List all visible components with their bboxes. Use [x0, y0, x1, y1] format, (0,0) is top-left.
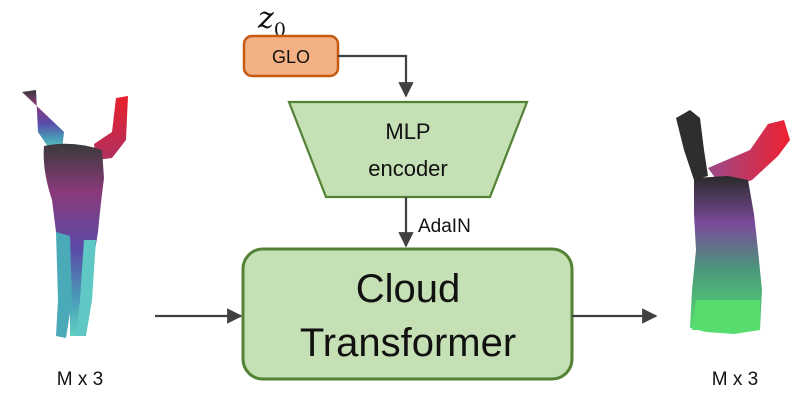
output-dim-label: M x 3 — [712, 369, 758, 390]
input-point-cloud — [22, 90, 128, 338]
output-point-cloud — [676, 110, 790, 334]
transformer-label-line2: Transformer — [300, 321, 516, 365]
latent-symbol: z — [257, 1, 274, 36]
mlp-encoder-shape — [287, 100, 529, 199]
transformer-label-line1: Cloud — [356, 267, 461, 311]
mlp-label-line1: MLP — [385, 119, 430, 144]
input-dim-label: M x 3 — [57, 369, 103, 390]
glo-label: GLO — [272, 47, 310, 67]
mlp-label-line2: encoder — [368, 156, 448, 181]
adain-label: AdaIN — [418, 216, 471, 237]
glo-to-mlp-arrow — [338, 54, 414, 98]
cloud-transformer-box — [241, 247, 574, 381]
